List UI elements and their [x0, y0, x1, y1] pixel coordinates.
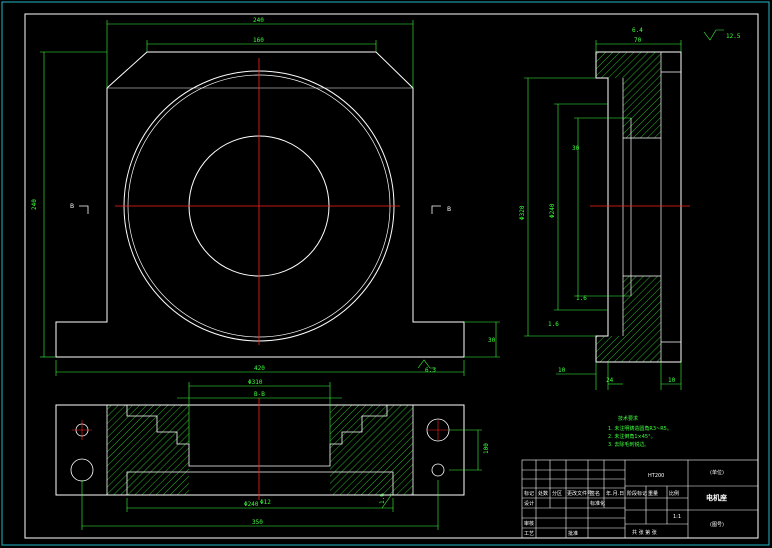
title-block [521, 459, 759, 539]
tb-part-name: 电机座 [706, 493, 727, 502]
front-view: B B 240 160 240 420 30 6.3 [31, 17, 500, 376]
tb-unit-bottom: (图号) [710, 522, 724, 528]
dim-side-outer: Φ320 [519, 205, 526, 220]
top-hatch-right [330, 405, 413, 495]
dim-top-height: 100 [483, 443, 490, 454]
tb-stage: 阶段标记 [627, 490, 647, 497]
top-inner-step [126, 405, 388, 467]
section-label-left: B [70, 203, 74, 210]
tb-zone: 分区 [552, 490, 562, 497]
dim-side-chamfer-top: 1.6 [576, 295, 587, 302]
hole-bottom-right [431, 463, 445, 477]
dim-total-width: 420 [254, 365, 265, 372]
dim-side-64: 6.4 [632, 27, 643, 34]
dim-top-hole: Φ12 [260, 499, 271, 506]
dim-side-mid: Φ240 [549, 203, 556, 218]
tb-material: HT200 [648, 473, 664, 479]
side-hatch-flange-bottom [596, 336, 623, 362]
inner-border [24, 13, 759, 539]
side-hatch-bottom [623, 276, 661, 362]
tb-date: 年.月.日 [606, 490, 624, 497]
dim-top-total: 350 [252, 519, 263, 526]
tech-notes: 技术要求 1. 未注明铸造圆角R3~R5。 2. 未注倒角1×45°。 3. 去… [608, 415, 672, 448]
dim-base-height: 30 [488, 337, 496, 344]
notes-title: 技术要求 [618, 415, 638, 422]
tb-design: 设计 [524, 500, 534, 507]
tb-scale: 比例 [669, 490, 679, 497]
top-hatch-left [107, 405, 189, 495]
dim-side-chamfer-bottom: 1.6 [548, 321, 559, 328]
tb-review: 审核 [524, 520, 534, 527]
tb-doc: 更改文件号 [567, 490, 592, 497]
dim-side-br: 10 [668, 377, 676, 384]
tb-unit-top: (单位) [710, 469, 724, 476]
notes-line-2: 2. 未注倒角1×45°。 [608, 433, 656, 440]
tb-std: 标准化 [590, 500, 605, 507]
dim-side-top: 70 [634, 37, 642, 44]
dim-corner-roughness: 12.5 [726, 33, 741, 40]
dim-top-chamfer: 1.6 [379, 493, 386, 504]
top-outline [55, 404, 465, 496]
dim-top-mid: B-B [254, 391, 265, 398]
section-mark-left [79, 205, 89, 214]
dim-top-bottom: Φ240 [244, 501, 259, 508]
side-dimensions [524, 29, 724, 390]
tb-process: 工艺 [524, 531, 534, 537]
dim-side-bl: 10 [558, 367, 566, 374]
dim-side-bm: 24 [606, 377, 614, 384]
tb-mark: 标记 [524, 490, 534, 497]
top-view: Φ310 B-B Φ12 Φ240 350 100 1.6 [55, 379, 490, 530]
front-dimensions [40, 20, 500, 376]
section-mark-right [431, 205, 441, 214]
dim-top-inner: 160 [253, 37, 264, 44]
top-dimensions [81, 382, 482, 530]
hole-bottom-left [70, 458, 94, 482]
dim-height: 240 [31, 199, 38, 210]
side-hatch-flange-top [596, 52, 623, 78]
side-view: 70 6.4 Φ320 Φ240 30 1.6 1.6 10 24 10 12.… [519, 27, 741, 390]
section-label-right: B [447, 206, 451, 213]
side-hatch-top [623, 52, 661, 138]
dim-side-30: 30 [572, 145, 580, 152]
top-base-step [126, 471, 394, 495]
tb-count: 处数 [538, 490, 548, 497]
tb-scale-value: 1:1 [673, 514, 681, 520]
dim-top-dia: Φ310 [248, 379, 263, 386]
tb-sign: 签名 [590, 490, 600, 497]
tb-sheets: 共 张 第 张 [632, 529, 657, 536]
dim-front-roughness: 6.3 [425, 367, 436, 374]
tb-weight: 重量 [648, 490, 658, 497]
notes-line-3: 3. 去除毛刺锐边。 [608, 441, 649, 448]
front-outline [55, 51, 465, 358]
dim-top-width: 240 [253, 17, 264, 24]
notes-line-1: 1. 未注明铸造圆角R3~R5。 [608, 425, 672, 432]
tb-approve: 批准 [568, 530, 578, 537]
